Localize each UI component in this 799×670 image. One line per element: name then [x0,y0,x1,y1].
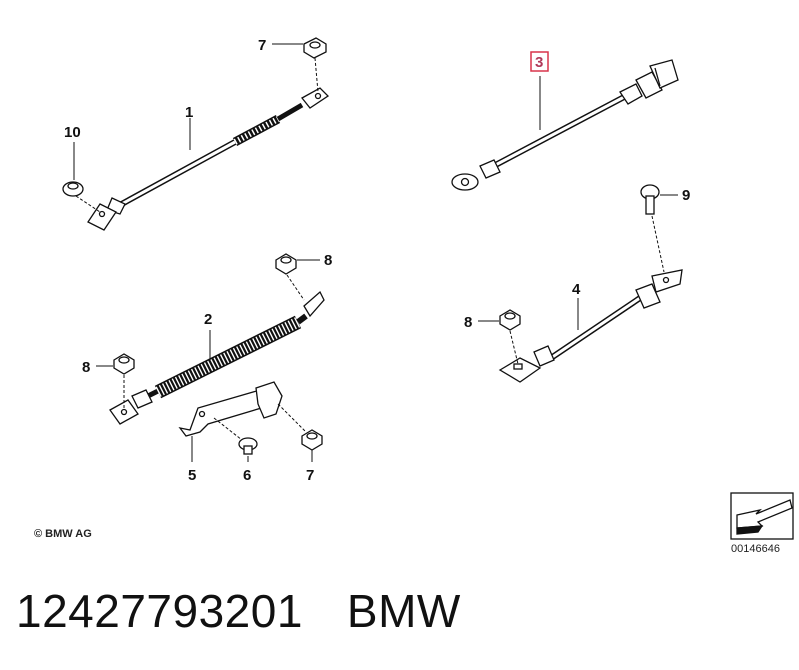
callout-8-right[interactable]: 8 [464,314,472,331]
nut-7-top [303,37,327,59]
brand-name: BMW [346,585,461,637]
copyright-text: © BMW AG [34,528,92,540]
leader-7-bottom-up [277,403,307,433]
part-number: 12427793201 [16,585,303,637]
arrow-logo-icon [730,492,794,540]
nut-10 [62,181,84,197]
leader-6-up [213,417,243,441]
bolt-9 [640,184,660,215]
leader-7-top-down [314,57,319,93]
callout-5[interactable]: 5 [188,467,196,484]
callout-8-top[interactable]: 8 [324,252,332,269]
callout-10[interactable]: 10 [64,124,81,141]
nut-8-left [113,353,135,375]
leader-9-down [651,215,665,273]
callout-7-top[interactable]: 7 [258,37,266,54]
callout-7-bottom[interactable]: 7 [306,467,314,484]
callout-8-left[interactable]: 8 [82,359,90,376]
callout-2[interactable]: 2 [204,311,212,328]
callout-3-highlight-box [530,51,549,72]
part-4-ground-strap [498,269,683,383]
nut-8-right [499,309,521,331]
part-caption: 12427793201 BMW [16,584,461,638]
callout-4[interactable]: 4 [572,281,581,298]
nut-8-top [275,253,297,275]
callout-6[interactable]: 6 [243,467,251,484]
callout-1[interactable]: 1 [185,104,193,121]
callout-3[interactable]: 3 [535,54,543,71]
bolt-6 [238,437,258,455]
reference-number: 00146646 [731,543,780,555]
part-5-bracket [178,381,283,437]
leader-8-top-down [286,274,305,301]
part-1-ground-strap [87,87,330,231]
part-3-cable [451,59,679,191]
callout-9[interactable]: 9 [682,187,690,204]
part-2-ground-strap [109,290,325,425]
nut-7-bottom [301,429,323,451]
leader-8-right-down [509,330,519,365]
